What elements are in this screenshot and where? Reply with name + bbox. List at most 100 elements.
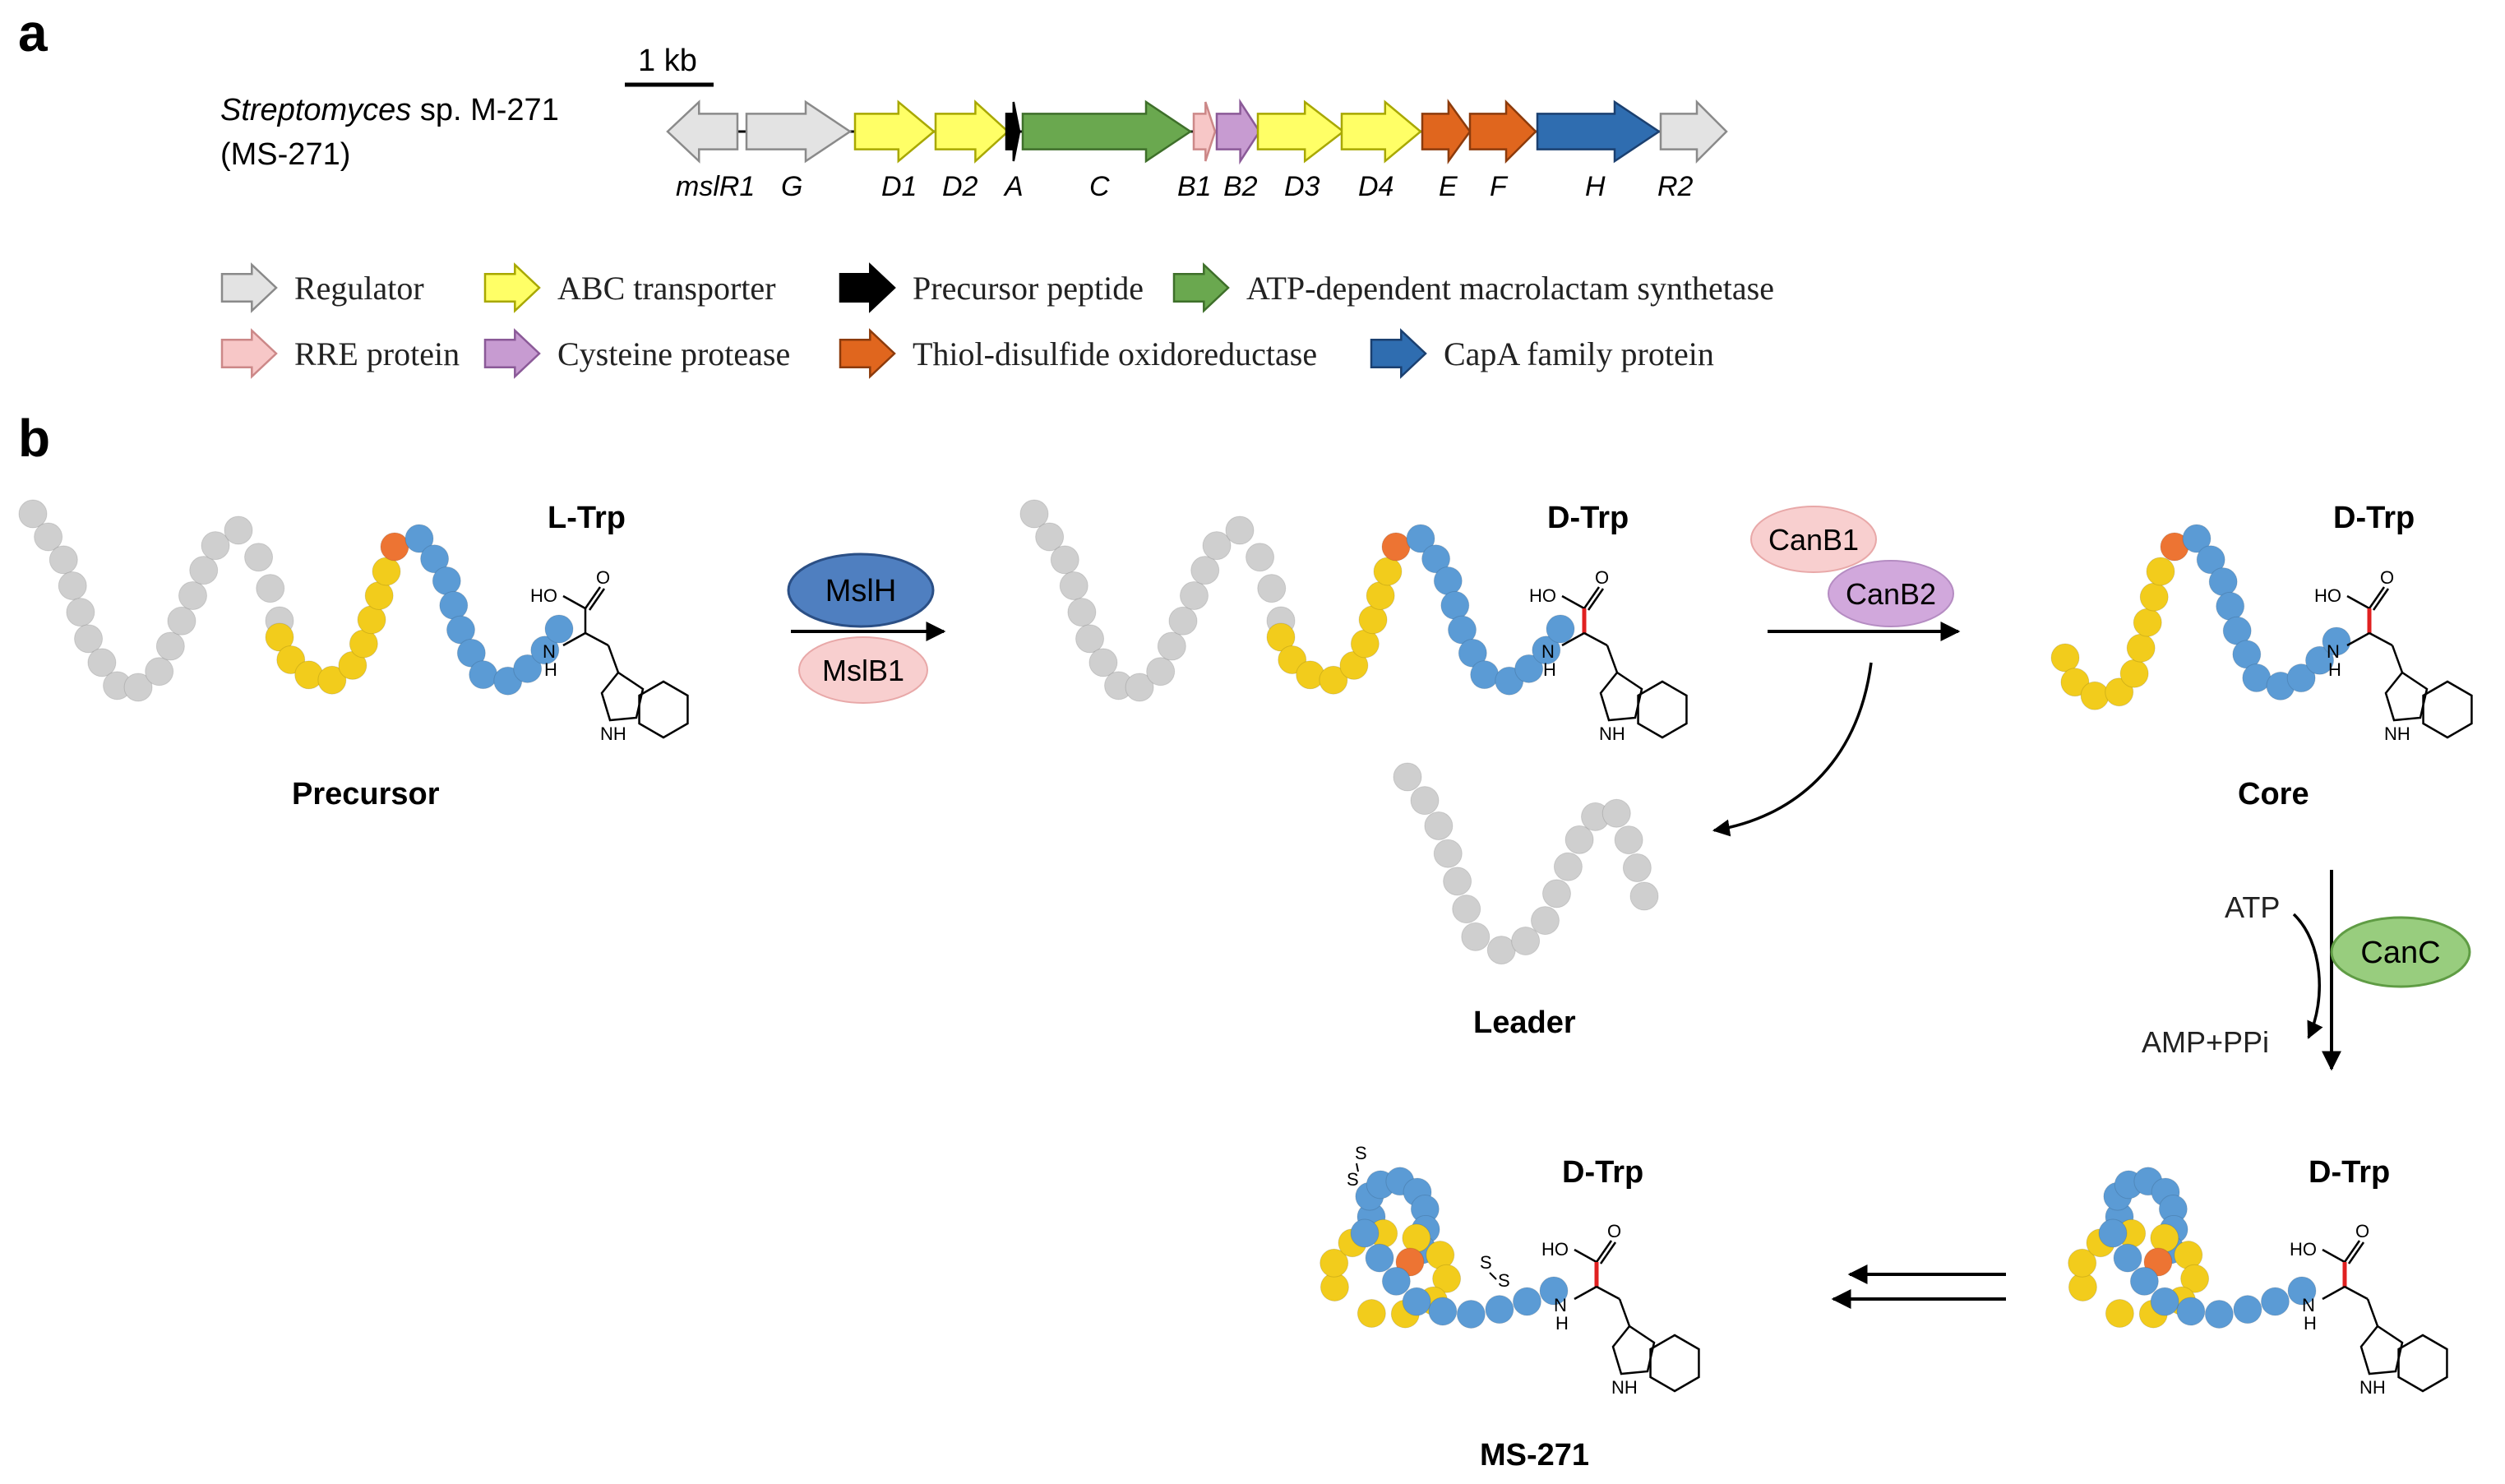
gene-arrows <box>666 98 1728 165</box>
canb1-enzyme <box>1750 506 1877 573</box>
precursor-core-yellow-bead <box>364 580 394 610</box>
gene-label-d1: D1 <box>881 171 917 202</box>
gene-arrow-b2 <box>1215 98 1261 165</box>
product-label: MS-271 <box>1480 1438 1589 1472</box>
canc-label: CanC <box>2360 936 2440 970</box>
leader-bead <box>1452 895 1481 924</box>
ms271-bond-1 <box>1595 1240 1613 1263</box>
precursor-leader-bead <box>18 499 48 529</box>
legend-swatch-regulator <box>220 262 278 313</box>
epimerized-leader-bead <box>1257 574 1287 603</box>
ms271-tail-bead <box>1350 1218 1380 1248</box>
ms271-indole-nh: NH <box>1611 1377 1638 1398</box>
precursor-amine-h: H <box>544 659 557 680</box>
lasso-intermediate-yellow-bead <box>2150 1223 2179 1253</box>
legend-swatch-thiol-disulfide-oxidoreductase <box>839 328 896 379</box>
ms271-carbonyl-o: O <box>1607 1221 1621 1241</box>
core-yellow-bead <box>2146 557 2175 586</box>
precursor-amine-n: N <box>543 641 556 662</box>
precursor-carbonyl-o: O <box>596 567 610 588</box>
epimerized-core-blue-bead <box>1440 590 1470 620</box>
core-benzene-ring <box>2422 680 2473 739</box>
epimerized-bond-1 <box>1583 586 1601 609</box>
core-bond-6 <box>2391 645 2404 673</box>
gene-label-d4: D4 <box>1358 171 1393 202</box>
precursor-core-blue-bead <box>530 636 560 665</box>
epimerized-leader-bead <box>1035 522 1065 552</box>
core-yellow-bead <box>2139 582 2169 612</box>
core-label: Core <box>2238 777 2309 811</box>
leader-bead <box>1541 879 1571 908</box>
core-bond-4 <box>2346 631 2370 647</box>
precursor-bond-0 <box>562 594 586 610</box>
d-trp-label-3: D-Trp <box>1562 1155 1643 1190</box>
epimerized-leader-bead <box>1246 543 1275 572</box>
sulfur-atom-4: S <box>1498 1270 1510 1291</box>
precursor-leader-bead <box>34 522 63 552</box>
precursor-bond-5 <box>585 631 609 647</box>
gene-label-a: A <box>1003 171 1024 202</box>
precursor-core-blue-bead <box>513 654 543 683</box>
panel-a-label: a <box>18 3 48 62</box>
ms271-tail-bead <box>1512 1287 1541 1316</box>
core-indole-nh: NH <box>2384 724 2410 744</box>
mslh-label: MslH <box>825 574 897 608</box>
canb1-label: CanB1 <box>1768 523 1859 557</box>
epimerized-bond-4 <box>1561 631 1585 647</box>
precursor-leader-bead <box>74 624 104 654</box>
lasso-intermediate-tail-bead <box>2113 1243 2142 1273</box>
leader-bead <box>1601 798 1631 828</box>
lasso-intermediate-hydroxyl: HO <box>2290 1239 2317 1260</box>
core-hydroxyl: HO <box>2314 585 2341 606</box>
leader-bead <box>1564 825 1594 854</box>
precursor-indole-nh: NH <box>600 724 626 744</box>
ms271-tail-bead <box>1539 1276 1569 1306</box>
epimerized-leader-bead <box>1019 499 1049 529</box>
precursor-leader-bead <box>201 531 230 561</box>
leader-bead <box>1443 867 1472 896</box>
lasso-intermediate-tail-bead <box>2150 1287 2179 1316</box>
epimerized-leader-bead <box>1190 556 1220 585</box>
gene-arrow-d4 <box>1340 99 1422 164</box>
core-yellow-bead <box>2133 608 2162 637</box>
legend-label-rre-protein: RRE protein <box>294 335 460 372</box>
legend-swatch-cysteine-protease <box>483 328 541 379</box>
ms271-amine-h: H <box>1555 1313 1569 1334</box>
precursor-bond-1 <box>584 586 602 609</box>
legend-swatch-abc-transporter <box>483 262 541 313</box>
lasso-intermediate-tail-bead <box>2287 1276 2317 1306</box>
legend-label-thiol-disulfide-oxidoreductase: Thiol-disulfide oxidoreductase <box>913 335 1317 372</box>
epimerized-leader-bead <box>1157 631 1186 661</box>
canb2-enzyme <box>1828 560 1954 627</box>
precursor-leader-bead <box>66 598 95 627</box>
core-blue-bead <box>2286 663 2316 693</box>
epimerized-core-blue-bead <box>1470 660 1500 690</box>
core-carbonyl-o: O <box>2380 567 2394 588</box>
precursor-core-blue-bead <box>544 614 574 644</box>
leader-bead <box>1614 825 1643 855</box>
ms271-peptide <box>1320 1167 1569 1329</box>
core-amine-h: H <box>2328 659 2341 680</box>
ms271-hydroxyl: HO <box>1541 1239 1569 1260</box>
gene-label-c: C <box>1089 171 1110 202</box>
lasso-intermediate-tail-bead <box>2233 1295 2262 1325</box>
amp-ppi-label: AMP+PPi <box>2142 1025 2269 1059</box>
leader-bead <box>1553 852 1583 881</box>
lasso-intermediate-amine-n: N <box>2302 1295 2315 1315</box>
ms271-yellow-bead <box>1356 1299 1386 1329</box>
epimerized-carbonyl-o: O <box>1595 567 1609 588</box>
core-yellow-bead <box>2126 633 2156 663</box>
lasso-intermediate-carbonyl-o: O <box>2355 1221 2369 1241</box>
leader-bead <box>1393 762 1422 792</box>
epimerized-core-blue-bead <box>1532 636 1561 665</box>
precursor-pyrrole-ring <box>600 671 645 722</box>
precursor-core-blue-bead <box>420 544 450 574</box>
ms271-bond-6 <box>1618 1298 1631 1327</box>
gene-label-d2: D2 <box>942 171 978 202</box>
ms271-tail-bead <box>1381 1266 1411 1296</box>
ms271-tail-bead <box>1402 1287 1431 1316</box>
core-yellow-bead <box>2050 643 2080 673</box>
ms271-yellow-bead <box>1402 1223 1431 1253</box>
